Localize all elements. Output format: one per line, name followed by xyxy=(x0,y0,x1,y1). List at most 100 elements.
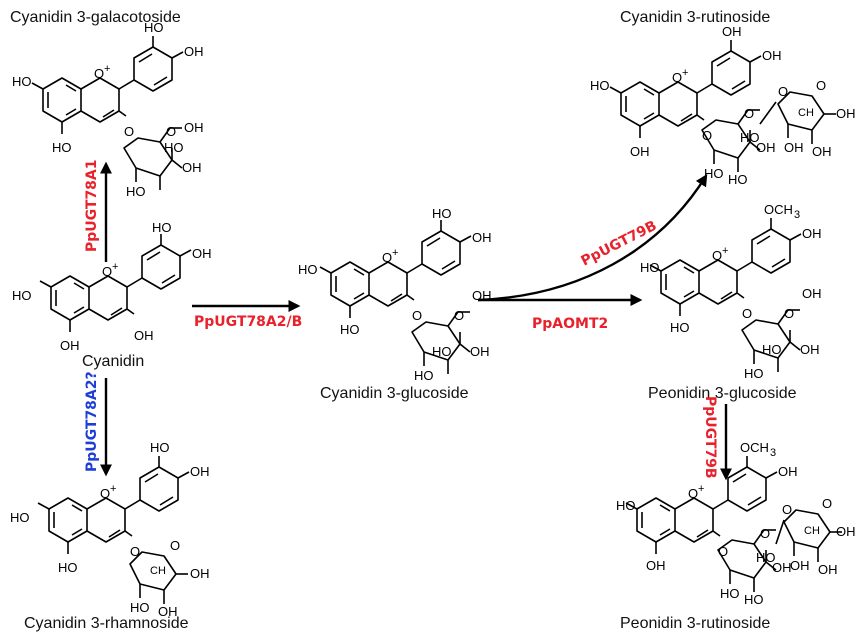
svg-text:+: + xyxy=(110,483,116,495)
svg-text:O: O xyxy=(816,78,826,93)
svg-text:HO: HO xyxy=(720,586,740,601)
cyanidin-galactoside-structure: Cyanidin 3-galacotoside HO HO O + OH HO … xyxy=(10,9,204,199)
peonidin-glucoside-structure: HO HO O + OH OCH 3 O O OH HO OH HO Peoni… xyxy=(640,202,822,402)
enzyme-label-paomt2: PpAOMT2 xyxy=(532,316,608,332)
svg-text:OH: OH xyxy=(158,604,178,619)
svg-text:OH: OH xyxy=(762,48,782,63)
svg-text:HO: HO xyxy=(164,140,184,155)
svg-text:O: O xyxy=(784,306,794,321)
svg-text:+: + xyxy=(112,261,118,273)
svg-text:HO: HO xyxy=(12,288,32,303)
svg-text:OH: OH xyxy=(472,230,492,245)
svg-text:OH: OH xyxy=(772,560,792,575)
svg-text:O: O xyxy=(778,84,788,99)
svg-text:HO: HO xyxy=(58,560,78,575)
svg-text:O: O xyxy=(760,526,770,541)
svg-text:HO: HO xyxy=(144,20,164,35)
svg-text:OH: OH xyxy=(790,558,810,573)
svg-text:OCH: OCH xyxy=(740,440,769,455)
svg-text:3: 3 xyxy=(794,209,800,221)
svg-text:HO: HO xyxy=(704,166,724,181)
svg-text:OH: OH xyxy=(646,558,666,573)
svg-text:HO: HO xyxy=(298,262,318,277)
svg-text:CH: CH xyxy=(804,525,820,537)
svg-text:O: O xyxy=(382,250,392,265)
svg-text:OH: OH xyxy=(756,140,776,155)
svg-text:OH: OH xyxy=(800,342,820,357)
cyanidin-rutinoside-structure: Cyanidin 3-rutinoside HO OH O + OH OH O … xyxy=(590,9,856,187)
compound-name-rutinoside: Cyanidin 3-rutinoside xyxy=(620,9,770,26)
svg-text:O: O xyxy=(412,308,422,323)
svg-text:HO: HO xyxy=(150,440,170,455)
svg-text:HO: HO xyxy=(740,130,760,145)
svg-text:O: O xyxy=(130,544,140,559)
svg-text:HO: HO xyxy=(152,220,172,235)
enzyme-label-pugt78a1: PpUGT78A1 xyxy=(84,159,100,252)
enzyme-label-pugt78a2b: PpUGT78A2/B xyxy=(194,314,302,330)
svg-text:O: O xyxy=(672,70,682,85)
svg-text:OCH: OCH xyxy=(764,202,793,217)
compound-name-glucoside: Cyanidin 3-glucoside xyxy=(320,385,469,402)
svg-text:HO: HO xyxy=(432,344,452,359)
peonidin-rutinoside-structure: HO OH O + OH OCH 3 O O HO HO OH HO O O O… xyxy=(616,440,856,632)
svg-text:OH: OH xyxy=(184,120,204,135)
svg-text:O: O xyxy=(94,66,104,81)
svg-text:OH: OH xyxy=(836,524,856,539)
svg-text:OH: OH xyxy=(802,226,822,241)
svg-text:O: O xyxy=(712,248,722,263)
svg-text:OH: OH xyxy=(60,338,80,353)
svg-text:OH: OH xyxy=(630,144,650,159)
svg-text:OH: OH xyxy=(190,566,210,581)
svg-text:O: O xyxy=(688,486,698,501)
svg-text:O: O xyxy=(166,124,176,139)
svg-text:HO: HO xyxy=(414,368,434,383)
svg-text:OH: OH xyxy=(134,328,154,343)
svg-text:OH: OH xyxy=(802,286,822,301)
svg-text:CH: CH xyxy=(798,107,814,119)
svg-text:OH: OH xyxy=(184,44,204,59)
svg-text:CH: CH xyxy=(150,565,166,577)
svg-text:HO: HO xyxy=(762,342,782,357)
svg-text:HO: HO xyxy=(744,592,764,607)
svg-text:OH: OH xyxy=(190,464,210,479)
svg-text:+: + xyxy=(698,483,704,495)
svg-text:O: O xyxy=(100,486,110,501)
svg-text:O: O xyxy=(102,264,112,279)
svg-text:OH: OH xyxy=(182,160,202,175)
svg-text:O: O xyxy=(454,308,464,323)
cyanidin-glucoside-structure: HO HO O + OH HO O O OH HO OH HO Cyanidin… xyxy=(298,206,492,402)
compound-name-galactoside: Cyanidin 3-galacotoside xyxy=(10,9,181,26)
svg-text:OH: OH xyxy=(192,246,212,261)
svg-text:OH: OH xyxy=(470,344,490,359)
svg-text:HO: HO xyxy=(126,184,146,199)
svg-text:+: + xyxy=(104,63,110,75)
svg-text:HO: HO xyxy=(670,320,690,335)
svg-text:HO: HO xyxy=(616,498,636,513)
svg-text:O: O xyxy=(822,496,832,511)
svg-text:O: O xyxy=(718,544,728,559)
svg-text:O: O xyxy=(124,124,134,139)
svg-text:O: O xyxy=(744,106,754,121)
svg-text:OH: OH xyxy=(818,562,838,577)
svg-text:O: O xyxy=(782,502,792,517)
cyanidin-rhamnoside-structure: HO HO O + OH HO O O HO OH OH CH Cyanidin… xyxy=(10,440,210,632)
svg-text:OH: OH xyxy=(722,24,742,39)
svg-text:HO: HO xyxy=(728,172,748,187)
svg-text:+: + xyxy=(722,245,728,257)
svg-text:HO: HO xyxy=(590,78,610,93)
compound-name-peonidin-rutinoside: Peonidin 3-rutinoside xyxy=(620,615,770,632)
svg-text:HO: HO xyxy=(756,550,776,565)
svg-text:O: O xyxy=(702,128,712,143)
svg-text:+: + xyxy=(682,67,688,79)
svg-text:O: O xyxy=(742,306,752,321)
svg-text:3: 3 xyxy=(770,447,776,459)
svg-text:OH: OH xyxy=(836,106,856,121)
svg-text:OH: OH xyxy=(778,464,798,479)
compound-name-rhamnoside: Cyanidin 3-rhamnoside xyxy=(24,615,189,632)
svg-text:HO: HO xyxy=(10,510,30,525)
svg-text:HO: HO xyxy=(12,74,32,89)
compound-name-peonidin-glucoside: Peonidin 3-glucoside xyxy=(648,385,797,402)
svg-text:O: O xyxy=(170,538,180,553)
svg-text:OH: OH xyxy=(784,140,804,155)
